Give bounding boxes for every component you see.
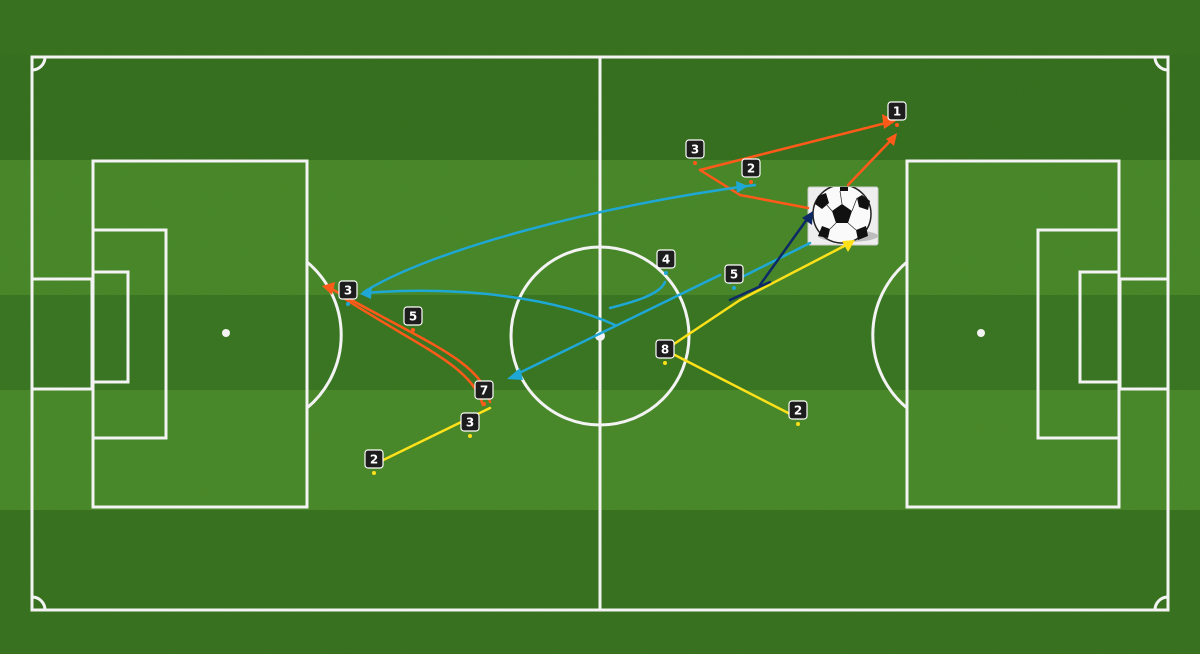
player-marker-11: 8 [655, 339, 675, 365]
marker-number: 4 [662, 253, 670, 267]
marker-number: 8 [661, 343, 669, 357]
marker-position-dot [664, 271, 668, 275]
marker-box [685, 139, 705, 159]
player-marker-7: 5 [403, 306, 423, 332]
marker-number: 1 [893, 105, 901, 119]
marker-position-dot [372, 471, 376, 475]
player-marker-1: 1 [887, 101, 907, 127]
player-marker-8: 7 [474, 380, 494, 406]
player-marker-3: 2 [741, 158, 761, 184]
marker-position-dot [346, 302, 350, 306]
arrow-yellow-right [738, 241, 852, 302]
arrow-orange-run-top [738, 193, 810, 210]
arrowhead-navy [802, 211, 813, 225]
marker-position-dot [411, 328, 415, 332]
arrowhead-orange [886, 133, 897, 146]
player-marker-4: 4 [656, 249, 676, 275]
marker-box [364, 449, 384, 469]
arrow-orange-to-3 [698, 168, 742, 197]
pitch-markings [30, 55, 1170, 612]
marker-number: 2 [794, 404, 802, 418]
marker-position-dot [796, 422, 800, 426]
marker-box [655, 339, 675, 359]
marker-number: 2 [747, 162, 755, 176]
arrowhead-orange [322, 282, 335, 295]
marker-box [741, 158, 761, 178]
marker-number: 5 [730, 268, 738, 282]
marker-position-dot [732, 286, 736, 290]
marker-number: 3 [466, 416, 474, 430]
arrow-yellow-down [663, 348, 800, 420]
arrow-blue-long [362, 183, 757, 294]
marker-box [788, 400, 808, 420]
marker-position-dot [468, 434, 472, 438]
marker-box [403, 306, 423, 326]
movement-arrows [322, 114, 897, 467]
player-marker-5: 5 [724, 264, 744, 290]
player-marker-2: 3 [685, 139, 705, 165]
player-marker-9: 3 [460, 412, 480, 438]
arrow-orange-to-1 [698, 120, 892, 172]
marker-position-dot [749, 180, 753, 184]
marker-position-dot [482, 402, 486, 406]
marker-number: 2 [370, 453, 378, 467]
marker-number: 3 [691, 143, 699, 157]
marker-box [338, 280, 358, 300]
marker-position-dot [663, 361, 667, 365]
marker-number: 3 [344, 284, 352, 298]
arrow-navy [758, 213, 812, 287]
marker-position-dot [895, 123, 899, 127]
arrowhead-yellow [842, 240, 855, 252]
arrowhead-orange [882, 114, 896, 129]
marker-box [460, 412, 480, 432]
marker-number: 5 [409, 310, 417, 324]
marker-box [724, 264, 744, 284]
arrow-orange-ball-to-1 [846, 134, 897, 187]
arrowhead-blue [507, 368, 523, 380]
arrow-blue-return [362, 289, 617, 327]
marker-number: 7 [480, 384, 488, 398]
marker-box [887, 101, 907, 121]
player-markers: 1 3 2 4 5 3 5 7 3 2 8 2 [338, 101, 907, 475]
marker-box [474, 380, 494, 400]
arrow-blue-to-7 [513, 273, 722, 377]
arrow-yellow-up [663, 298, 742, 352]
arrow-navy-short [728, 280, 772, 302]
marker-position-dot [693, 161, 697, 165]
player-marker-6: 3 [338, 280, 358, 306]
player-marker-12: 2 [788, 400, 808, 426]
player-marker-10: 2 [364, 449, 384, 475]
arrowhead-blue [736, 181, 748, 193]
soccer-ball-icon [807, 186, 879, 246]
arrow-blue-center [608, 280, 667, 310]
marker-box [656, 249, 676, 269]
